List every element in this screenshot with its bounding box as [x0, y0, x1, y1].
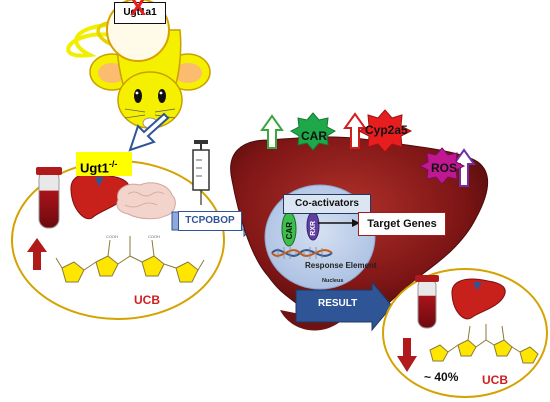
- coactivators-box: Co-activators: [283, 194, 371, 214]
- reduction-label: ~ 40%: [424, 370, 459, 384]
- result-label: RESULT: [318, 298, 358, 309]
- car-star: [289, 112, 337, 151]
- ugt1-knockout-label: Ugt1-/-: [76, 152, 132, 176]
- ugt1-label-sup: -/-: [108, 159, 118, 169]
- svg-text:COOH: COOH: [106, 234, 118, 239]
- increase-arrow-icon: [27, 238, 47, 270]
- knockout-x-mark: X: [130, 0, 147, 21]
- cyp2a5-star-label: Cyp2a5: [365, 123, 408, 137]
- tcpobop-label: TCPOBOP: [178, 211, 242, 231]
- svg-text:COOH: COOH: [148, 234, 160, 239]
- cyp2a5-star: [357, 109, 413, 153]
- car-star-label: CAR: [301, 129, 327, 143]
- result-liver-icon: [451, 278, 506, 320]
- nucleus-label: Nucleus: [322, 278, 344, 284]
- yellow-mouse: [89, 29, 211, 129]
- result-blood-tube-icon: [415, 275, 439, 329]
- mouse-left-eye: [134, 89, 142, 103]
- ugt1a1-gene-box: Ugt1a1: [114, 2, 166, 24]
- result-arrow: [295, 280, 393, 332]
- response-element-label: Response Element: [305, 261, 377, 270]
- rxr-vertical-label: RXR: [310, 221, 317, 236]
- ros-star: [418, 147, 466, 185]
- dna-helix-icon: [271, 247, 333, 259]
- ros-star-label: ROS: [431, 161, 458, 175]
- brain-icon: [116, 182, 176, 220]
- mouse-to-circle-arrow: [128, 112, 170, 152]
- car-vertical-label: CAR: [285, 222, 294, 240]
- mouse-right-eye: [158, 89, 166, 103]
- ucb-label-after: UCB: [482, 373, 508, 387]
- ucb-molecule-2: [429, 324, 539, 364]
- car-up-arrow-icon: [260, 114, 284, 149]
- blood-tube-icon: [36, 167, 62, 229]
- decrease-arrow-icon: [397, 338, 417, 372]
- target-genes-box: Target Genes: [358, 212, 446, 236]
- ucb-molecule-1: COOH COOH: [55, 234, 205, 283]
- ucb-label-before: UCB: [134, 293, 160, 307]
- ugt1-label-text: Ugt1: [80, 160, 109, 176]
- syringe-icon: [192, 140, 210, 205]
